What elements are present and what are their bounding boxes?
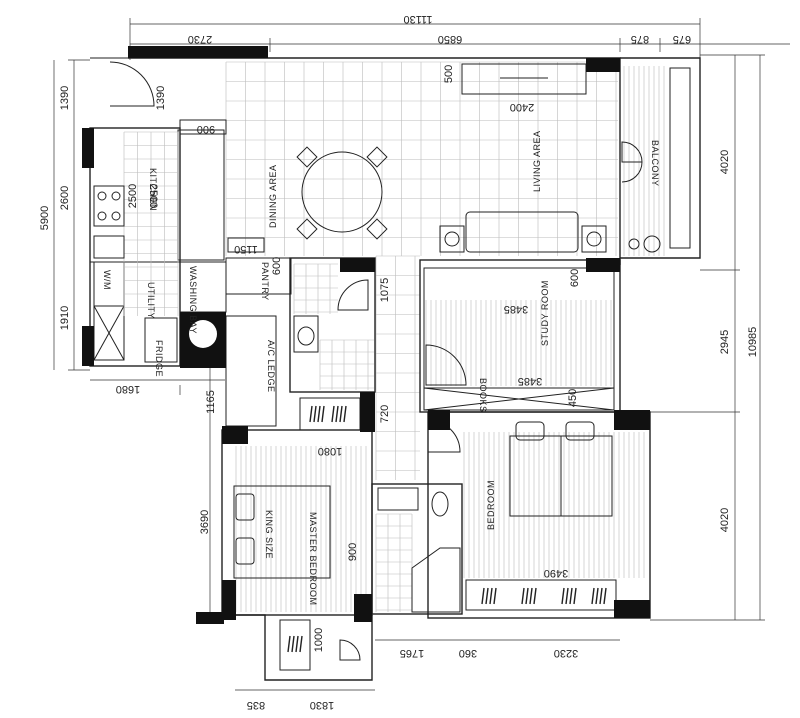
dim-top-675: 675 xyxy=(673,33,691,45)
wardrobe-marks xyxy=(287,405,607,653)
dim-bath-1075: 1075 xyxy=(379,278,391,302)
dim-left-1165: 1165 xyxy=(205,390,217,414)
dim-study-600: 600 xyxy=(569,269,581,287)
dim-living-500: 500 xyxy=(443,65,455,83)
label-living: LIVING AREA xyxy=(532,130,542,192)
dim-k-900: 900 xyxy=(197,123,215,135)
label-fridge: FRIDGE xyxy=(154,340,164,377)
floor-tiles xyxy=(225,61,665,612)
walls xyxy=(89,57,701,681)
dim-study-3485a: 3485 xyxy=(504,303,528,315)
dim-pantry-600: 600 xyxy=(271,257,283,275)
dim-top-2730: 2730 xyxy=(188,33,212,45)
columns xyxy=(82,46,650,624)
dim-top-total: 11130 xyxy=(404,13,433,25)
label-kitchen: KITCHEN xyxy=(148,168,158,211)
dim-master-900: 900 xyxy=(347,543,359,561)
dim-right-10985: 10985 xyxy=(747,327,759,358)
dim-kitchen-2500a: 2500 xyxy=(127,184,139,208)
dim-bath-720: 720 xyxy=(379,405,391,423)
label-study: STUDY ROOM xyxy=(540,280,550,346)
label-books: BOOKS xyxy=(478,378,488,413)
dim-right-4020b: 4020 xyxy=(719,508,731,532)
dim-top-6850: 6850 xyxy=(438,33,462,45)
dim-study-450: 450 xyxy=(567,389,579,407)
label-king-size: KING SIZE xyxy=(264,510,274,559)
dimension-labels: 11130 2730 6850 875 675 5900 1390 2600 1… xyxy=(39,13,759,711)
dim-bedroom-3490: 3490 xyxy=(544,567,568,579)
label-master-bedroom: MASTER BEDROOM xyxy=(308,512,318,606)
dim-bottom-1680: 1680 xyxy=(116,383,140,395)
dim-bottom-1765: 1765 xyxy=(400,647,424,659)
dim-living-2400: 2400 xyxy=(510,101,534,113)
dim-left-1390b: 1390 xyxy=(155,86,167,110)
dim-bottom-1830: 1830 xyxy=(310,699,334,711)
dim-master-1000: 1000 xyxy=(313,628,325,652)
label-dining: DINING AREA xyxy=(268,164,278,228)
dim-kitchen-2500b: 2500 xyxy=(147,184,159,208)
dim-master-1080: 1080 xyxy=(318,445,342,457)
dim-top-875: 875 xyxy=(631,33,649,45)
dimension-lines xyxy=(53,18,790,691)
dim-left-5900: 5900 xyxy=(39,206,51,230)
label-bedroom: BEDROOM xyxy=(486,480,496,530)
dim-bottom-835: 835 xyxy=(247,699,265,711)
label-washing-bay: WASHING BAY xyxy=(188,266,198,334)
dim-left-3690: 3690 xyxy=(199,510,211,534)
dim-right-2945: 2945 xyxy=(719,330,731,354)
dim-left-1910: 1910 xyxy=(59,306,71,330)
label-utility: UTILITY xyxy=(146,282,156,319)
dim-left-1390a: 1390 xyxy=(59,86,71,110)
dim-right-4020a: 4020 xyxy=(719,150,731,174)
label-ac-ledge: A/C LEDGE xyxy=(266,340,276,393)
label-pantry: PANTRY xyxy=(260,262,270,301)
dim-study-3485b: 3485 xyxy=(518,375,542,387)
dim-pantry-1150: 1150 xyxy=(234,243,258,255)
label-balcony: BALCONY xyxy=(650,140,660,187)
dim-bottom-3230: 3230 xyxy=(554,647,578,659)
dim-bottom-360: 360 xyxy=(459,647,477,659)
label-wm: W/M xyxy=(102,270,112,290)
room-labels: KITCHEN UTILITY WASHING BAY FRIDGE W/M D… xyxy=(102,130,660,605)
dim-left-2600: 2600 xyxy=(59,186,71,210)
